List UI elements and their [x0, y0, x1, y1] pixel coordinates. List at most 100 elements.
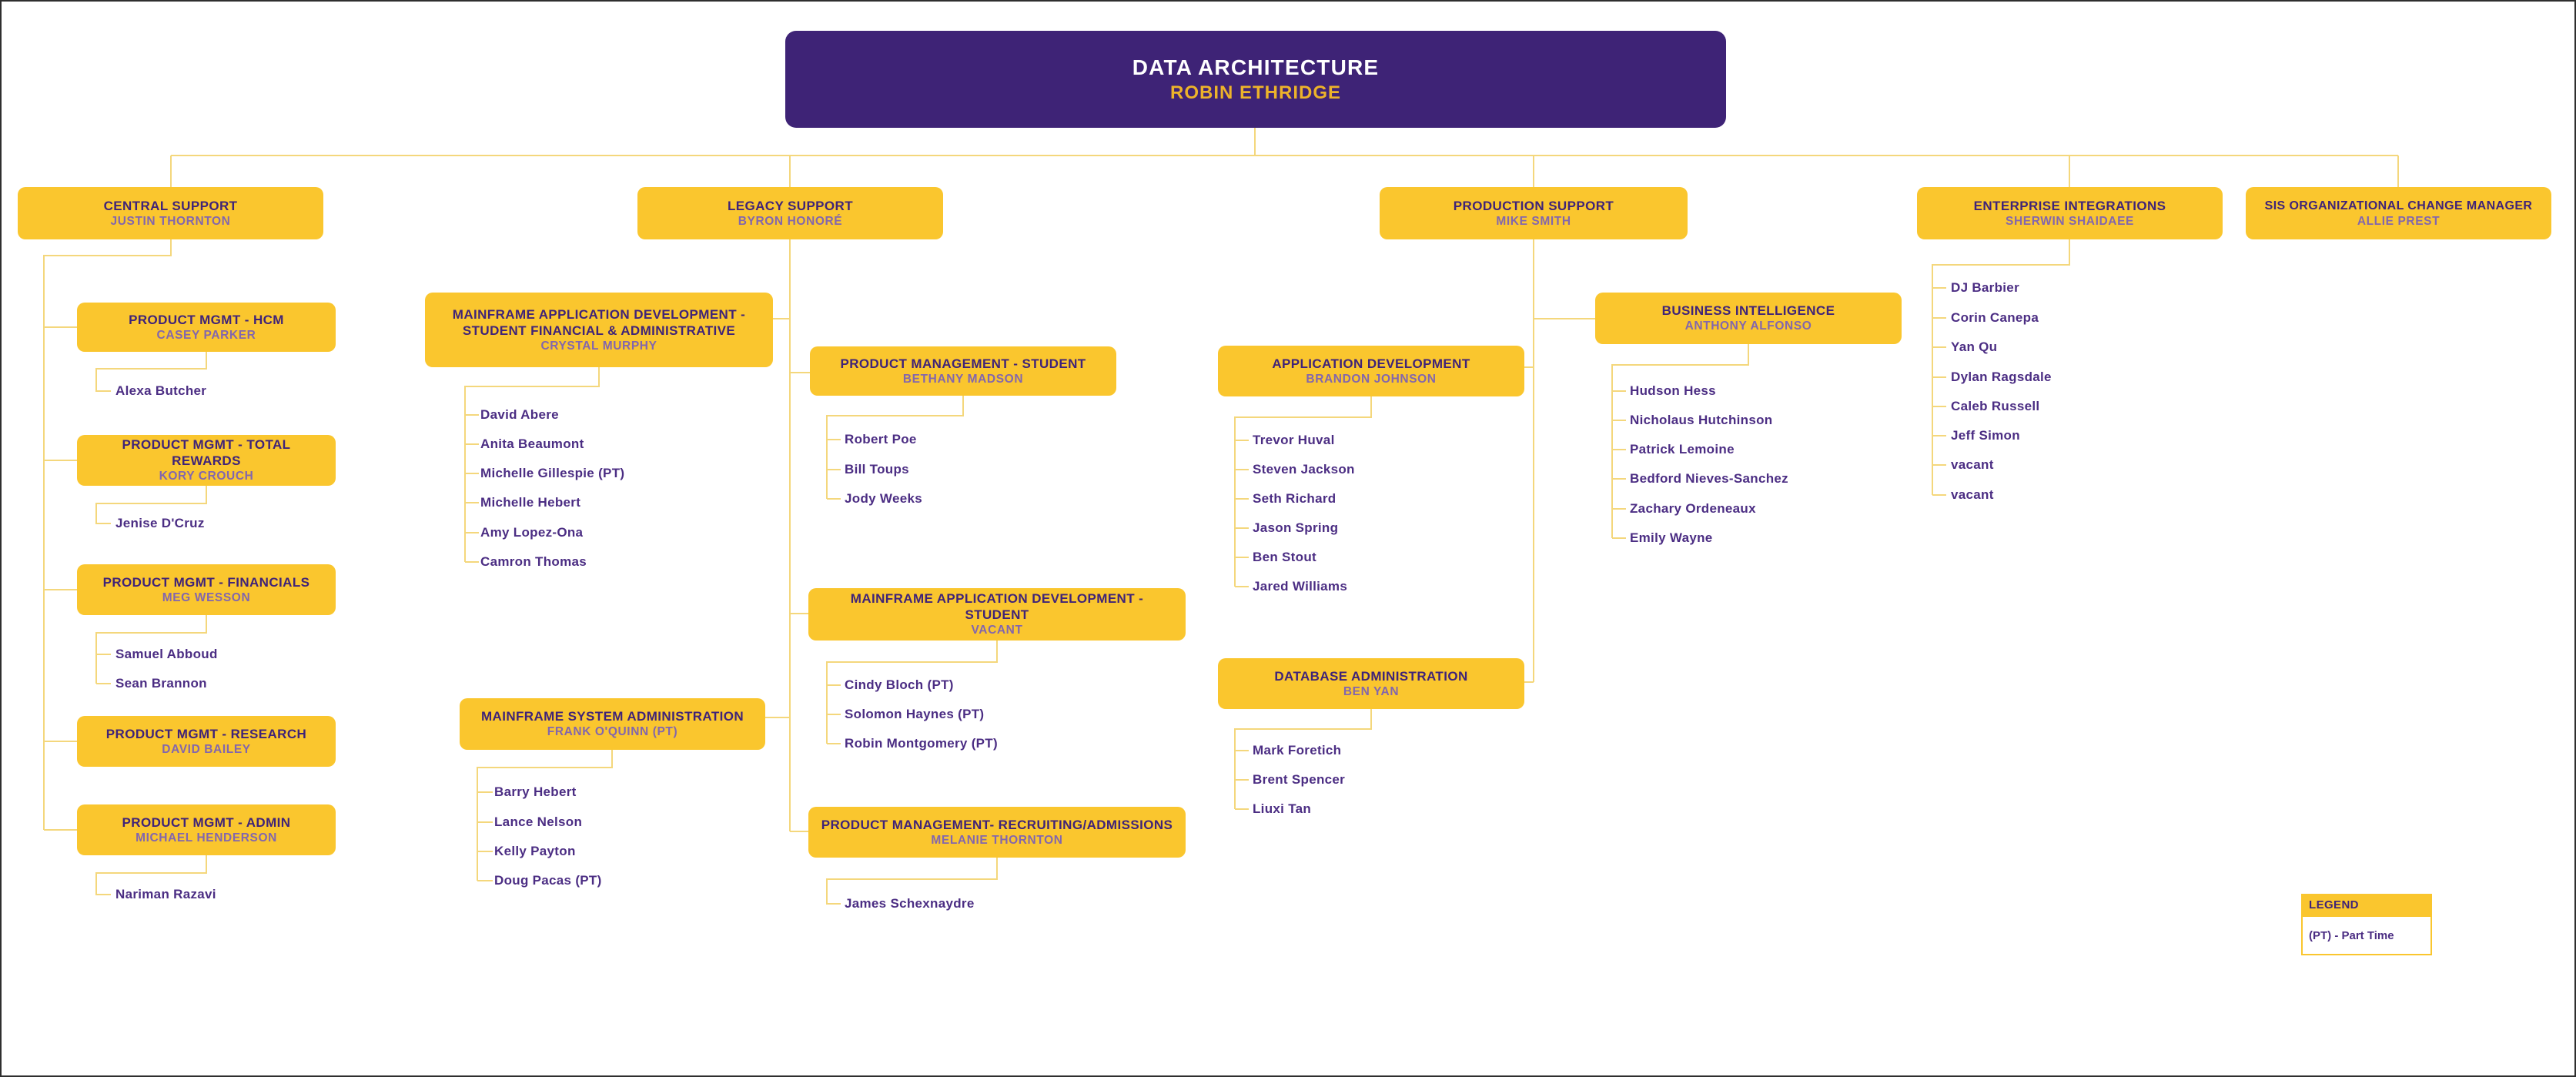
org-node-product-mgmt-hcm[interactable]: PRODUCT MGMT - HCM CASEY PARKER [77, 303, 336, 352]
org-node-application-development[interactable]: APPLICATION DEVELOPMENT BRANDON JOHNSON [1218, 346, 1524, 396]
org-node-central-support[interactable]: CENTRAL SUPPORT JUSTIN THORNTON [18, 187, 323, 239]
org-node-title: PRODUCT MGMT - ADMIN [122, 814, 291, 830]
org-node-title: PRODUCT MGMT - HCM [129, 312, 284, 327]
org-node-manager-name: MICHAEL HENDERSON [135, 831, 277, 845]
org-member[interactable]: David Abere [480, 407, 559, 422]
org-member[interactable]: Mark Foretich [1253, 743, 1342, 758]
org-node-title: PRODUCT MGMT - RESEARCH [105, 726, 307, 741]
org-node-mainframe-app-dev-student[interactable]: MAINFRAME APPLICATION DEVELOPMENT - STUD… [808, 588, 1186, 641]
org-member[interactable]: Samuel Abboud [115, 647, 218, 661]
org-member[interactable]: vacant [1951, 457, 1994, 472]
org-member[interactable]: Emily Wayne [1630, 530, 1713, 545]
org-node-title: CENTRAL SUPPORT [103, 198, 238, 213]
org-member[interactable]: Michelle Gillespie (PT) [480, 466, 625, 480]
org-member[interactable]: Solomon Haynes (PT) [845, 707, 985, 721]
org-node-title: BUSINESS INTELLIGENCE [1661, 303, 1835, 318]
org-member[interactable]: Trevor Huval [1253, 433, 1335, 447]
org-node-manager-name: DAVID BAILEY [162, 742, 251, 756]
org-member[interactable]: Jody Weeks [845, 491, 922, 506]
org-node-production-support[interactable]: PRODUCTION SUPPORT MIKE SMITH [1380, 187, 1688, 239]
org-node-sis-organizational-change-manager[interactable]: SIS ORGANIZATIONAL CHANGE MANAGER ALLIE … [2246, 187, 2551, 239]
org-node-title: DATABASE ADMINISTRATION [1274, 668, 1468, 684]
org-member[interactable]: Corin Canepa [1951, 310, 2039, 325]
org-node-product-mgmt-research[interactable]: PRODUCT MGMT - RESEARCH DAVID BAILEY [77, 716, 336, 767]
legend-title: LEGEND [2301, 894, 2432, 917]
org-node-mainframe-system-administration[interactable]: MAINFRAME SYSTEM ADMINISTRATION FRANK O'… [460, 698, 765, 750]
org-member[interactable]: Bill Toups [845, 462, 909, 477]
org-node-manager-name: VACANT [971, 624, 1023, 637]
org-node-mainframe-app-dev-student-financial-administrative[interactable]: MAINFRAME APPLICATION DEVELOPMENT - STUD… [425, 293, 773, 367]
org-member[interactable]: Alexa Butcher [115, 383, 207, 398]
org-node-manager-name: ALLIE PREST [2357, 214, 2441, 228]
org-member[interactable]: Bedford Nieves-Sanchez [1630, 471, 1788, 486]
org-node-manager-name: CRYSTAL MURPHY [540, 339, 657, 353]
org-node-manager-name: KORY CROUCH [159, 470, 254, 483]
org-member[interactable]: Jeff Simon [1951, 428, 2020, 443]
org-member[interactable]: Lance Nelson [494, 814, 583, 829]
org-member[interactable]: Dylan Ragsdale [1951, 370, 2052, 384]
org-node-manager-name: FRANK O'QUINN (PT) [547, 725, 678, 738]
org-node-manager-name: ANTHONY ALFONSO [1684, 319, 1812, 333]
org-node-data-architecture[interactable]: DATA ARCHITECTURE ROBIN ETHRIDGE [785, 31, 1726, 128]
org-node-title: MAINFRAME APPLICATION DEVELOPMENT - STUD… [452, 306, 746, 338]
org-node-manager-name: ROBIN ETHRIDGE [1169, 82, 1341, 103]
org-node-manager-name: BRANDON JOHNSON [1306, 372, 1437, 386]
org-member[interactable]: DJ Barbier [1951, 280, 2019, 295]
org-member[interactable]: Ben Stout [1253, 550, 1316, 564]
org-member[interactable]: Jared Williams [1253, 579, 1348, 594]
org-member[interactable]: James Schexnaydre [845, 896, 975, 911]
org-node-title: ENTERPRISE INTEGRATIONS [1973, 198, 2166, 213]
org-member[interactable]: Zachary Ordeneaux [1630, 501, 1756, 516]
org-member[interactable]: Seth Richard [1253, 491, 1337, 506]
org-member[interactable]: Caleb Russell [1951, 399, 2040, 413]
org-member[interactable]: Doug Pacas (PT) [494, 873, 602, 888]
org-member[interactable]: Jason Spring [1253, 520, 1339, 535]
org-node-title: PRODUCT MANAGEMENT - STUDENT [840, 356, 1086, 371]
org-member[interactable]: Robert Poe [845, 432, 917, 447]
legend: LEGEND (PT) - Part Time [2301, 894, 2432, 955]
org-member[interactable]: Hudson Hess [1630, 383, 1716, 398]
org-node-manager-name: CASEY PARKER [156, 328, 256, 342]
org-node-product-management-recruiting-admissions[interactable]: PRODUCT MANAGEMENT- RECRUITING/ADMISSION… [808, 807, 1186, 858]
org-node-title: DATA ARCHITECTURE [1132, 55, 1380, 79]
org-node-title: PRODUCTION SUPPORT [1453, 198, 1614, 213]
org-node-title: SIS ORGANIZATIONAL CHANGE MANAGER [2264, 199, 2533, 212]
org-member[interactable]: Brent Spencer [1253, 772, 1346, 787]
org-member[interactable]: Camron Thomas [480, 554, 587, 569]
org-member[interactable]: Jenise D'Cruz [115, 516, 205, 530]
org-member[interactable]: Yan Qu [1951, 339, 1998, 354]
org-node-manager-name: MELANIE THORNTON [931, 833, 1063, 847]
org-member[interactable]: Sean Brannon [115, 676, 207, 691]
org-member[interactable]: Steven Jackson [1253, 462, 1355, 477]
org-member[interactable]: Nicholaus Hutchinson [1630, 413, 1773, 427]
org-node-title: PRODUCT MANAGEMENT- RECRUITING/ADMISSION… [821, 817, 1173, 832]
org-member[interactable]: Robin Montgomery (PT) [845, 736, 998, 751]
org-member[interactable]: Nariman Razavi [115, 887, 216, 901]
org-member[interactable]: Michelle Hebert [480, 495, 581, 510]
org-node-manager-name: BETHANY MADSON [902, 372, 1024, 386]
org-member[interactable]: Kelly Payton [494, 844, 576, 858]
org-node-legacy-support[interactable]: LEGACY SUPPORT BYRON HONORÉ [637, 187, 943, 239]
legend-entry: (PT) - Part Time [2301, 917, 2432, 955]
org-node-business-intelligence[interactable]: BUSINESS INTELLIGENCE ANTHONY ALFONSO [1595, 293, 1902, 344]
org-member[interactable]: Amy Lopez-Ona [480, 525, 584, 540]
org-node-title: MAINFRAME APPLICATION DEVELOPMENT - STUD… [850, 591, 1144, 622]
org-member[interactable]: Patrick Lemoine [1630, 442, 1735, 457]
org-member[interactable]: Liuxi Tan [1253, 801, 1312, 816]
org-node-manager-name: SHERWIN SHAIDAEE [2006, 214, 2134, 228]
org-node-product-mgmt-total-rewards[interactable]: PRODUCT MGMT - TOTAL REWARDS KORY CROUCH [77, 435, 336, 486]
org-node-enterprise-integrations[interactable]: ENTERPRISE INTEGRATIONS SHERWIN SHAIDAEE [1917, 187, 2223, 239]
org-node-title: MAINFRAME SYSTEM ADMINISTRATION [480, 709, 744, 724]
org-member[interactable]: Barry Hebert [494, 784, 577, 799]
org-node-product-mgmt-admin[interactable]: PRODUCT MGMT - ADMIN MICHAEL HENDERSON [77, 804, 336, 855]
org-member[interactable]: Anita Beaumont [480, 436, 584, 451]
org-member[interactable]: vacant [1951, 487, 1994, 502]
org-node-manager-name: MEG WESSON [162, 590, 251, 604]
org-member[interactable]: Cindy Bloch (PT) [845, 677, 954, 692]
org-node-product-management-student[interactable]: PRODUCT MANAGEMENT - STUDENT BETHANY MAD… [810, 346, 1116, 396]
org-node-product-mgmt-financials[interactable]: PRODUCT MGMT - FINANCIALS MEG WESSON [77, 564, 336, 615]
org-node-database-administration[interactable]: DATABASE ADMINISTRATION BEN YAN [1218, 658, 1524, 709]
org-node-manager-name: BEN YAN [1343, 684, 1400, 698]
